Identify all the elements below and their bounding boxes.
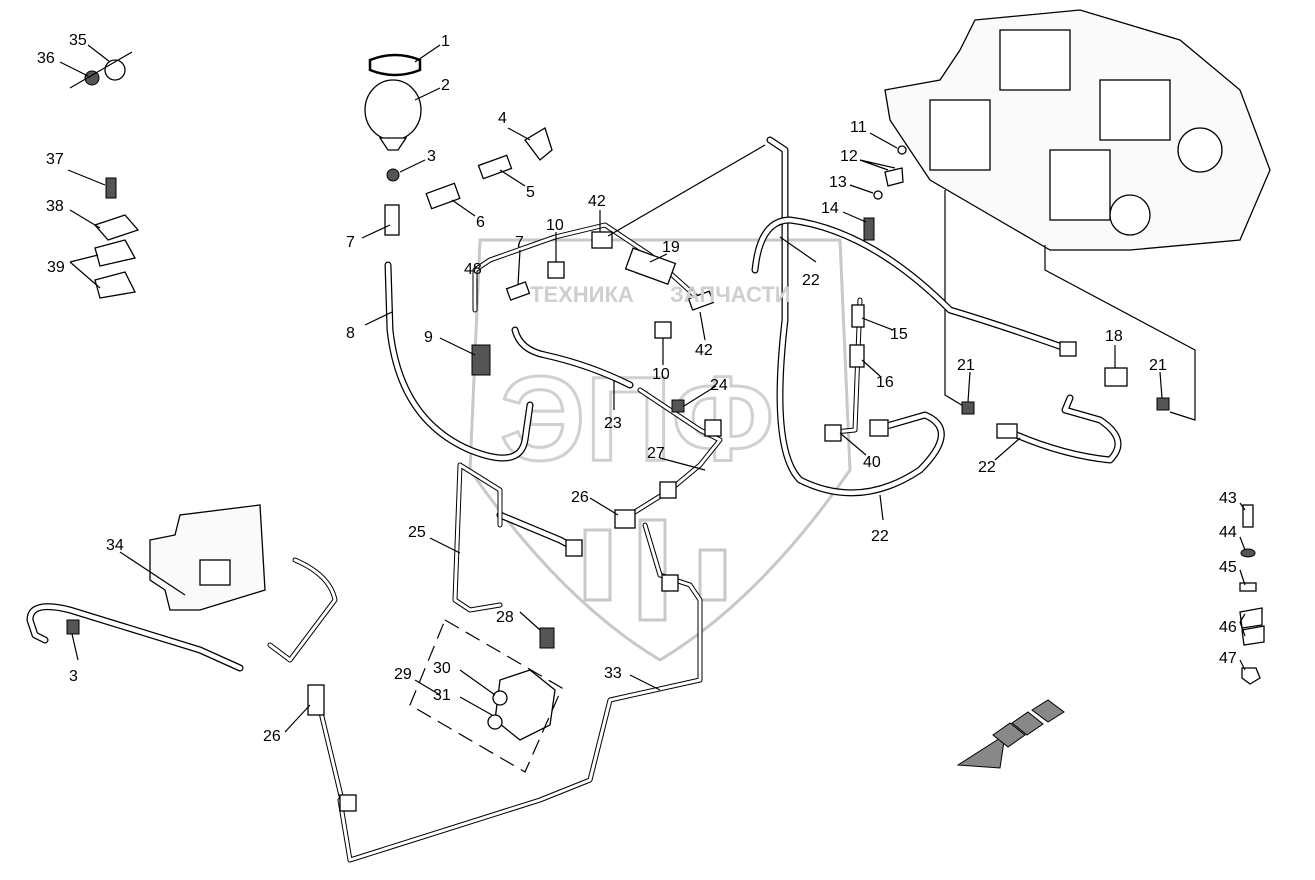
callout-31: 31: [433, 687, 451, 704]
callout-12: 12: [840, 148, 858, 165]
callout-4: 4: [498, 110, 507, 127]
callout-22: 22: [978, 459, 996, 476]
callout-24: 24: [710, 377, 728, 394]
callout-38: 38: [46, 198, 64, 215]
callout-33: 33: [604, 665, 622, 682]
callout-37: 37: [46, 151, 64, 168]
callout-5: 5: [526, 184, 535, 201]
callout-36: 36: [37, 50, 55, 67]
callout-13: 13: [829, 174, 847, 191]
callout-3: 3: [69, 668, 78, 685]
callout-22: 22: [871, 528, 889, 545]
watermark-text: ТЕХНИКА ЗАПЧАСТИ: [530, 282, 791, 307]
callout-43: 43: [1219, 490, 1237, 507]
callout-21: 21: [1149, 357, 1167, 374]
callout-44: 44: [1219, 524, 1237, 541]
watermark-line1: ТЕХНИКА: [530, 282, 634, 307]
callout-9: 9: [424, 329, 433, 346]
callout-18: 18: [1105, 328, 1123, 345]
callout-28: 28: [496, 609, 514, 626]
callout-25: 25: [408, 524, 426, 541]
callout-39: 39: [47, 259, 65, 276]
callout-26: 26: [263, 728, 281, 745]
assembly-boundary-29: [409, 619, 563, 773]
callout-10: 10: [652, 366, 670, 383]
callout-16: 16: [876, 374, 894, 391]
callout-22: 22: [802, 272, 820, 289]
callout-7: 7: [515, 234, 524, 251]
callout-23: 23: [604, 415, 622, 432]
callout-15: 15: [890, 326, 908, 343]
callout-35: 35: [69, 32, 87, 49]
callout-45: 45: [1219, 559, 1237, 576]
callout-47: 47: [1219, 650, 1237, 667]
callout-42: 42: [695, 342, 713, 359]
fittings: [66, 51, 1265, 812]
callout-6: 6: [476, 214, 485, 231]
pump-assembly: [884, 9, 1271, 421]
callout-2: 2: [441, 77, 450, 94]
callout-40: 40: [863, 454, 881, 471]
watermark-line2: ЗАПЧАСТИ: [670, 282, 791, 307]
callout-7: 7: [346, 234, 355, 251]
callout-19: 19: [662, 239, 680, 256]
callout-46: 46: [1219, 619, 1237, 636]
callout-11: 11: [850, 119, 867, 136]
callout-3: 3: [427, 148, 436, 165]
watermark-logo: ЭПФ: [468, 238, 852, 662]
callout-42: 42: [588, 193, 606, 210]
callout-8: 8: [346, 325, 355, 342]
callout-29: 29: [394, 666, 412, 683]
callout-1: 1: [441, 33, 450, 50]
valve-block: [149, 504, 338, 663]
callout-30: 30: [433, 660, 451, 677]
callout-14: 14: [821, 200, 839, 217]
callout-labels: 1 2 3 4 5 6 7 8 9 10 7 42 48 19 42 10 23…: [37, 32, 1237, 745]
callout-21: 21: [957, 357, 975, 374]
svg-text:ЭПФ: ЭПФ: [500, 352, 774, 486]
callout-27: 27: [647, 445, 665, 462]
callout-26: 26: [571, 489, 589, 506]
direction-arrow-icon: [956, 699, 1065, 769]
leader-lines: [59, 44, 1246, 733]
callout-48: 48: [464, 261, 482, 278]
callout-10: 10: [546, 217, 564, 234]
callout-34: 34: [106, 537, 124, 554]
